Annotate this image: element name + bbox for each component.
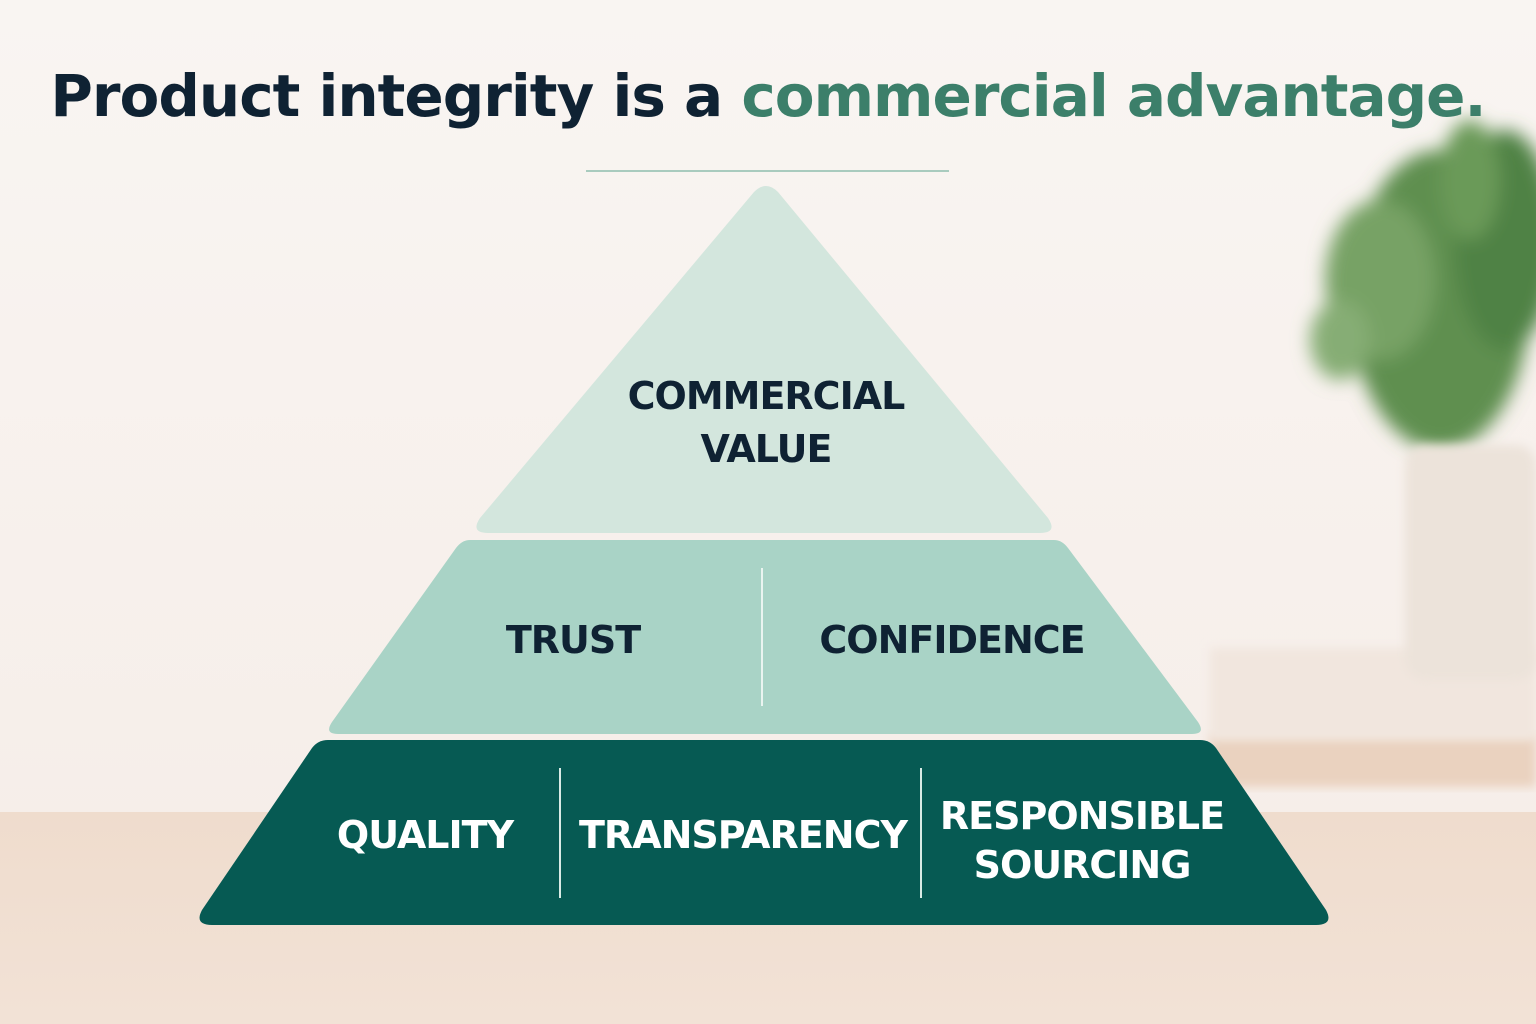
middle-tier-label-confidence: CONFIDENCE bbox=[819, 618, 1084, 662]
middle-tier-label-trust: TRUST bbox=[506, 618, 641, 662]
page-title: Product integrity is a commercial advant… bbox=[0, 62, 1536, 130]
pyramid-base-tier bbox=[199, 740, 1329, 925]
top-tier-label-line2: VALUE bbox=[701, 427, 832, 471]
top-tier-label-line1: COMMERCIAL bbox=[628, 374, 905, 418]
base-tier-label-quality: QUALITY bbox=[337, 813, 515, 857]
shelf bbox=[1210, 735, 1536, 787]
pyramid-top-tier bbox=[476, 186, 1052, 533]
pyramid-middle-tier bbox=[329, 540, 1201, 734]
title-accent: commercial advantage. bbox=[741, 62, 1486, 130]
plant-pot bbox=[1405, 445, 1536, 680]
base-tier-label-responsible: RESPONSIBLE bbox=[940, 794, 1224, 838]
title-prefix: Product integrity is a bbox=[50, 62, 742, 130]
title-divider bbox=[586, 170, 949, 172]
base-tier-label-transparency: TRANSPARENCY bbox=[579, 813, 908, 857]
base-tier-label-sourcing: SOURCING bbox=[974, 843, 1191, 887]
plant bbox=[1310, 120, 1536, 450]
